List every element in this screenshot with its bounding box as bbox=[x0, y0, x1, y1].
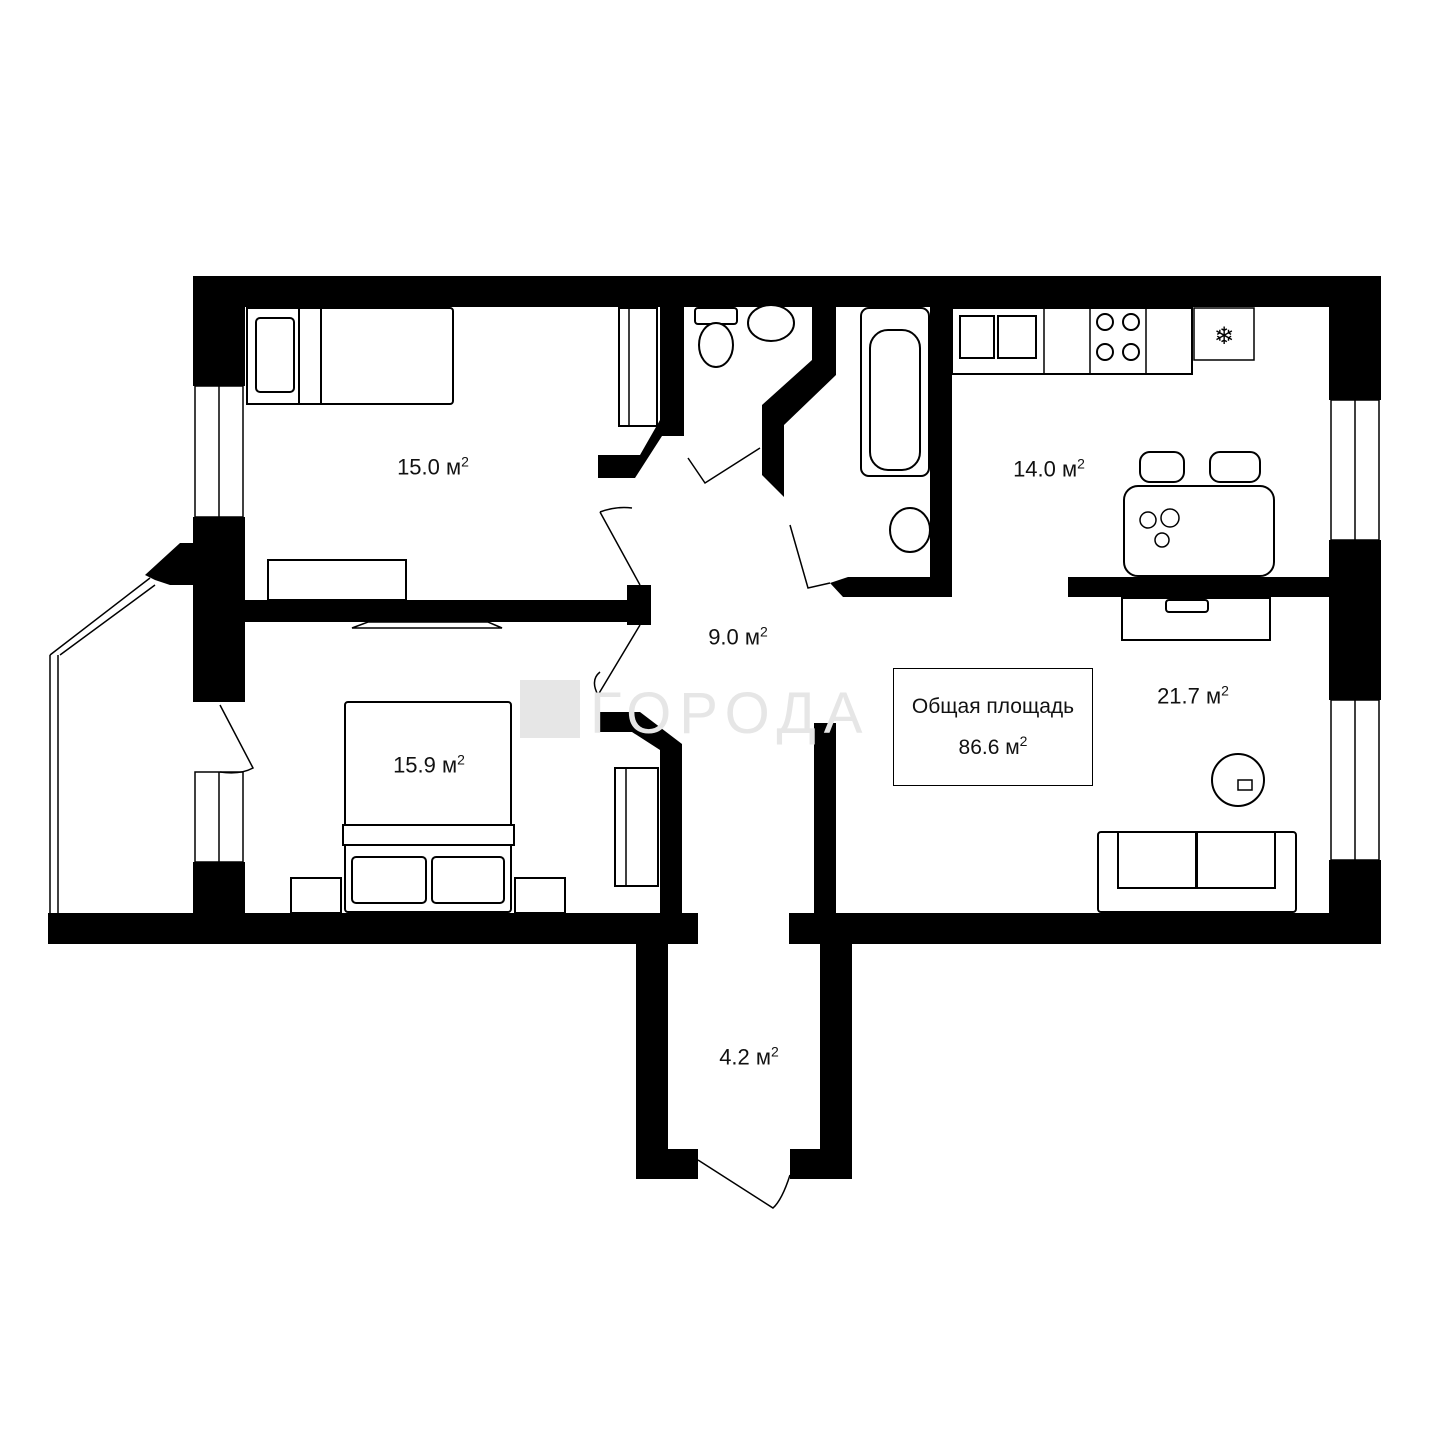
snowflake-icon: ❄ bbox=[1214, 322, 1234, 350]
door-wc bbox=[687, 447, 761, 485]
total-area-sup: 2 bbox=[1019, 732, 1028, 749]
area-kitchen: 14.0 м bbox=[1013, 456, 1078, 482]
sup-kitchen: 2 bbox=[1077, 455, 1085, 472]
wall-hall-post-a bbox=[627, 585, 651, 625]
total-area-value-line: 86.6 м2 bbox=[959, 724, 1028, 765]
wall-left-lower bbox=[193, 862, 245, 922]
area-bedroom-top: 15.0 м bbox=[397, 454, 462, 480]
wall-vestibule-right-foot bbox=[790, 1149, 852, 1179]
wall-hall-lower-right bbox=[814, 723, 836, 913]
wall-balcony-corner bbox=[145, 543, 193, 585]
area-bedroom-bottom: 15.9 м bbox=[393, 752, 458, 778]
fridge bbox=[1193, 307, 1255, 361]
wall-right-mid bbox=[1329, 540, 1381, 700]
chair-right bbox=[1209, 451, 1261, 483]
sup-bedroom-bottom: 2 bbox=[457, 751, 465, 768]
furniture: ❄ bbox=[246, 304, 1297, 914]
wall-bath-diag bbox=[762, 307, 836, 497]
walls bbox=[48, 276, 1381, 1179]
label-bedroom-top: 15.0 м2 bbox=[397, 453, 469, 480]
wall-kitchen-divider bbox=[1068, 577, 1329, 597]
sup-hall: 2 bbox=[760, 623, 768, 640]
rug bbox=[351, 621, 503, 629]
wall-vestibule-left bbox=[636, 944, 668, 1149]
label-kitchen: 14.0 м2 bbox=[1013, 455, 1085, 482]
wall-bottom-left bbox=[48, 913, 698, 944]
area-living: 21.7 м bbox=[1157, 683, 1222, 709]
label-hall: 9.0 м2 bbox=[708, 623, 768, 650]
door-bath bbox=[789, 524, 831, 589]
sup-vestibule: 2 bbox=[771, 1043, 779, 1060]
wall-vestibule-left-foot bbox=[636, 1149, 698, 1179]
sup-bedroom-top: 2 bbox=[461, 453, 469, 470]
area-vestibule: 4.2 м bbox=[719, 1044, 772, 1070]
wall-bottom-right bbox=[789, 913, 1381, 944]
balcony-glass-diag bbox=[49, 577, 151, 656]
sup-living: 2 bbox=[1221, 682, 1229, 699]
windows bbox=[49, 385, 1380, 913]
wardrobe-bottom bbox=[614, 767, 659, 887]
wall-vestibule-right bbox=[820, 944, 852, 1149]
door-entrance bbox=[697, 1159, 791, 1209]
total-area-value: 86.6 м bbox=[958, 735, 1020, 759]
area-hall: 9.0 м bbox=[708, 624, 761, 650]
total-area-label: Общая площадь bbox=[911, 694, 1075, 718]
doors bbox=[219, 447, 831, 1209]
door-balcony bbox=[219, 704, 255, 774]
label-living: 21.7 м2 bbox=[1157, 682, 1229, 709]
wall-left-mid bbox=[193, 517, 245, 702]
wall-right-upper bbox=[1329, 276, 1381, 400]
tv-stand bbox=[1121, 597, 1271, 641]
toilet bbox=[694, 307, 738, 325]
wall-top bbox=[193, 276, 1381, 307]
wall-hall-lower-left bbox=[598, 712, 682, 913]
wardrobe-top bbox=[618, 307, 658, 427]
label-vestibule: 4.2 м2 bbox=[719, 1043, 779, 1070]
bath-sink bbox=[889, 507, 931, 553]
wall-bedroom-divider bbox=[245, 600, 640, 622]
wall-bath-bottom bbox=[830, 307, 952, 597]
door-bedroom-top bbox=[599, 506, 641, 586]
dining-table bbox=[1123, 485, 1275, 577]
label-bedroom-bottom: 15.9 м2 bbox=[393, 751, 465, 778]
wall-hall-upper bbox=[598, 307, 684, 478]
door-bedroom-bottom bbox=[593, 624, 641, 696]
total-area-box: Общая площадь 86.6 м2 bbox=[893, 668, 1093, 786]
chair-left bbox=[1139, 451, 1185, 483]
dresser-top bbox=[267, 559, 407, 601]
wall-left-upper bbox=[193, 276, 245, 386]
